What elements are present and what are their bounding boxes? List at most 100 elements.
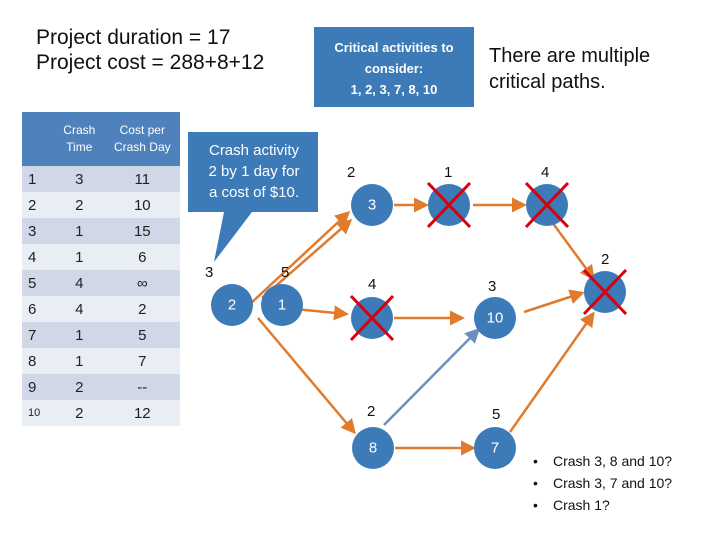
row-id: 10	[22, 400, 54, 426]
node-j-label: 7	[490, 439, 500, 457]
edge-j-right	[508, 311, 595, 433]
row-crash-time: 2	[54, 374, 105, 400]
list-item: •Crash 3, 8 and 10?	[533, 453, 673, 469]
row-id: 7	[22, 322, 54, 348]
row-cost: 10	[104, 192, 180, 218]
edge-b-i	[257, 317, 356, 435]
row-id: 3	[22, 218, 54, 244]
project-cost-text: Project cost = 288+8+12	[36, 51, 265, 74]
row-crash-time: 1	[54, 322, 105, 348]
row-id: 6	[22, 296, 54, 322]
row-id: 4	[22, 244, 54, 270]
node-h	[474, 297, 516, 339]
multiple-critical-paths-note: There are multiple critical paths.	[489, 43, 650, 95]
node-h-label: 10	[486, 309, 504, 327]
crosses	[349, 181, 628, 342]
header-id	[22, 112, 54, 166]
node-b	[261, 284, 303, 326]
callout-line-3: a cost of $10.	[208, 184, 300, 201]
list-item: •Crash 3, 7 and 10?	[533, 475, 673, 491]
duration-e: 4	[368, 276, 377, 293]
row-crash-time: 4	[54, 296, 105, 322]
critical-box-line-1: Critical activities to	[334, 40, 454, 55]
node-i	[352, 427, 394, 469]
edges	[249, 197, 595, 456]
question-list: •Crash 3, 8 and 10? •Crash 3, 7 and 10? …	[533, 450, 672, 516]
duration-i: 2	[367, 403, 376, 420]
row-cost: 7	[104, 348, 180, 374]
critical-box-line-3: 1, 2, 3, 7, 8, 10	[350, 82, 438, 97]
row-id: 9	[22, 374, 54, 400]
node-i-label: 8	[368, 439, 378, 457]
node-a-label: 2	[227, 296, 237, 314]
nodes	[211, 184, 626, 469]
row-id: 1	[22, 166, 54, 192]
row-cost: 6	[104, 244, 180, 270]
edge-i-h	[383, 327, 481, 426]
duration-f: 1	[444, 164, 453, 181]
node-a	[211, 284, 253, 326]
row-cost: 12	[104, 400, 180, 426]
callout-text: Crash activity 2 by 1 day for a cost of …	[190, 140, 318, 203]
bullet-text-2: Crash 3, 7 and 10?	[553, 475, 673, 491]
row-id: 2	[22, 192, 54, 218]
edge-g-h	[550, 221, 595, 281]
cross-f-2	[426, 181, 472, 229]
duration-h: 3	[488, 278, 497, 295]
table-header-row: Crash Time Cost per Crash Day	[22, 112, 180, 166]
bullet-text-1: Crash 3, 8 and 10?	[553, 453, 673, 469]
note-line-1: There are multiple	[489, 45, 651, 67]
row-cost: ∞	[104, 270, 180, 296]
row-id: 5	[22, 270, 54, 296]
edge-h-g2	[523, 289, 585, 314]
cross-k-2	[582, 268, 628, 316]
note-line-2: critical paths.	[489, 71, 606, 93]
bullet-text-3: Crash 1?	[553, 497, 610, 513]
duration-a: 3	[205, 264, 214, 281]
edge-a-d	[249, 210, 351, 305]
duration-g: 4	[541, 164, 550, 181]
row-crash-time: 1	[54, 244, 105, 270]
row-crash-time: 1	[54, 348, 105, 374]
cross-e-2	[349, 294, 395, 342]
row-cost: 2	[104, 296, 180, 322]
duration-j: 5	[492, 406, 501, 423]
list-item: •Crash 1?	[533, 497, 610, 513]
row-crash-time: 4	[54, 270, 105, 296]
duration-c: 5	[281, 264, 290, 281]
row-cost: --	[104, 374, 180, 400]
node-d-label: 3	[367, 196, 377, 214]
node-j	[474, 427, 516, 469]
callout-line-2: 2 by 1 day for	[208, 163, 300, 180]
row-crash-time: 2	[54, 400, 105, 426]
duration-k: 2	[601, 251, 610, 268]
callout-line-1: Crash activity	[208, 142, 300, 159]
row-cost: 11	[104, 166, 180, 192]
cross-g-2	[524, 181, 570, 229]
row-crash-time: 3	[54, 166, 105, 192]
row-id: 8	[22, 348, 54, 374]
header-crash-time: Crash Time	[54, 112, 105, 166]
critical-box-line-2: consider:	[364, 61, 424, 76]
node-d	[351, 184, 393, 226]
header-cost-per-crash-day: Cost per Crash Day	[104, 112, 180, 166]
row-cost: 15	[104, 218, 180, 244]
duration-d: 2	[347, 164, 356, 181]
row-cost: 5	[104, 322, 180, 348]
row-crash-time: 2	[54, 192, 105, 218]
critical-activities-box: Critical activities to consider: 1, 2, 3…	[314, 27, 474, 107]
row-crash-time: 1	[54, 218, 105, 244]
node-b-label: 1	[277, 296, 287, 314]
